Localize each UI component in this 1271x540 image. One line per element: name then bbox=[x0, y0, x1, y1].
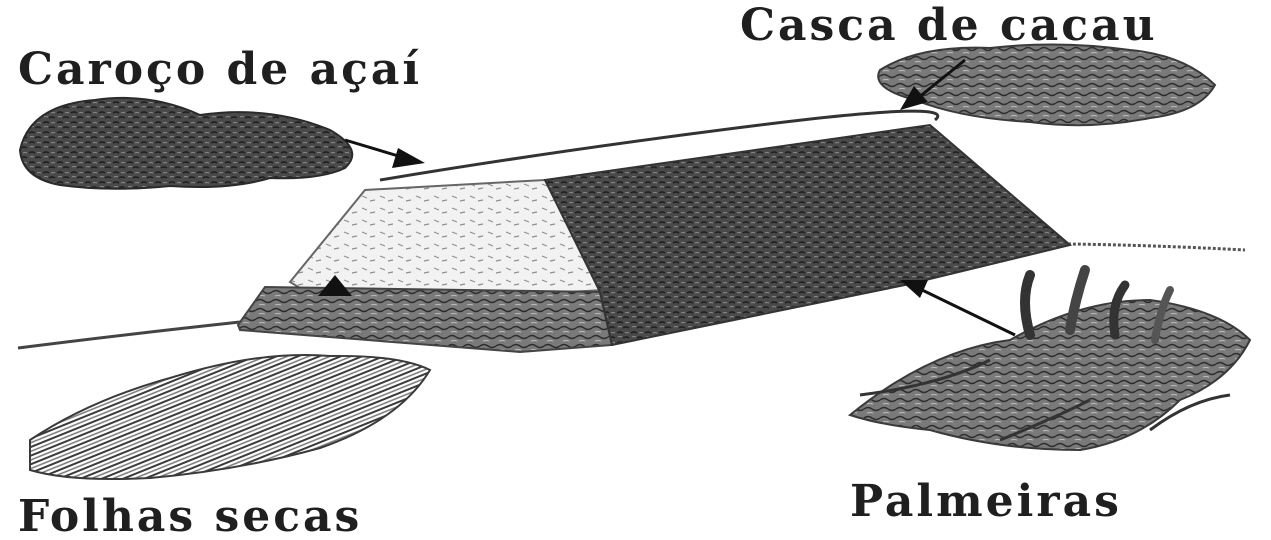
dry-leaves-icon bbox=[30, 355, 430, 479]
acai-pile-icon bbox=[20, 98, 352, 189]
label-folhas-secas: Folhas secas bbox=[18, 495, 362, 539]
ground-line-right bbox=[1068, 244, 1245, 250]
arrow-acai bbox=[345, 140, 425, 168]
palm-fronds-icon bbox=[850, 270, 1250, 450]
hut-base-wall bbox=[238, 287, 612, 352]
label-palmeiras: Palmeiras bbox=[850, 480, 1122, 524]
ground-line-left bbox=[18, 322, 240, 348]
arrow-palmeiras bbox=[900, 280, 1015, 335]
label-caroco-de-acai: Caroço de açaí bbox=[18, 48, 422, 92]
hut-roof-side bbox=[545, 125, 1070, 345]
label-casca-de-cacau: Casca de cacau bbox=[740, 4, 1158, 48]
